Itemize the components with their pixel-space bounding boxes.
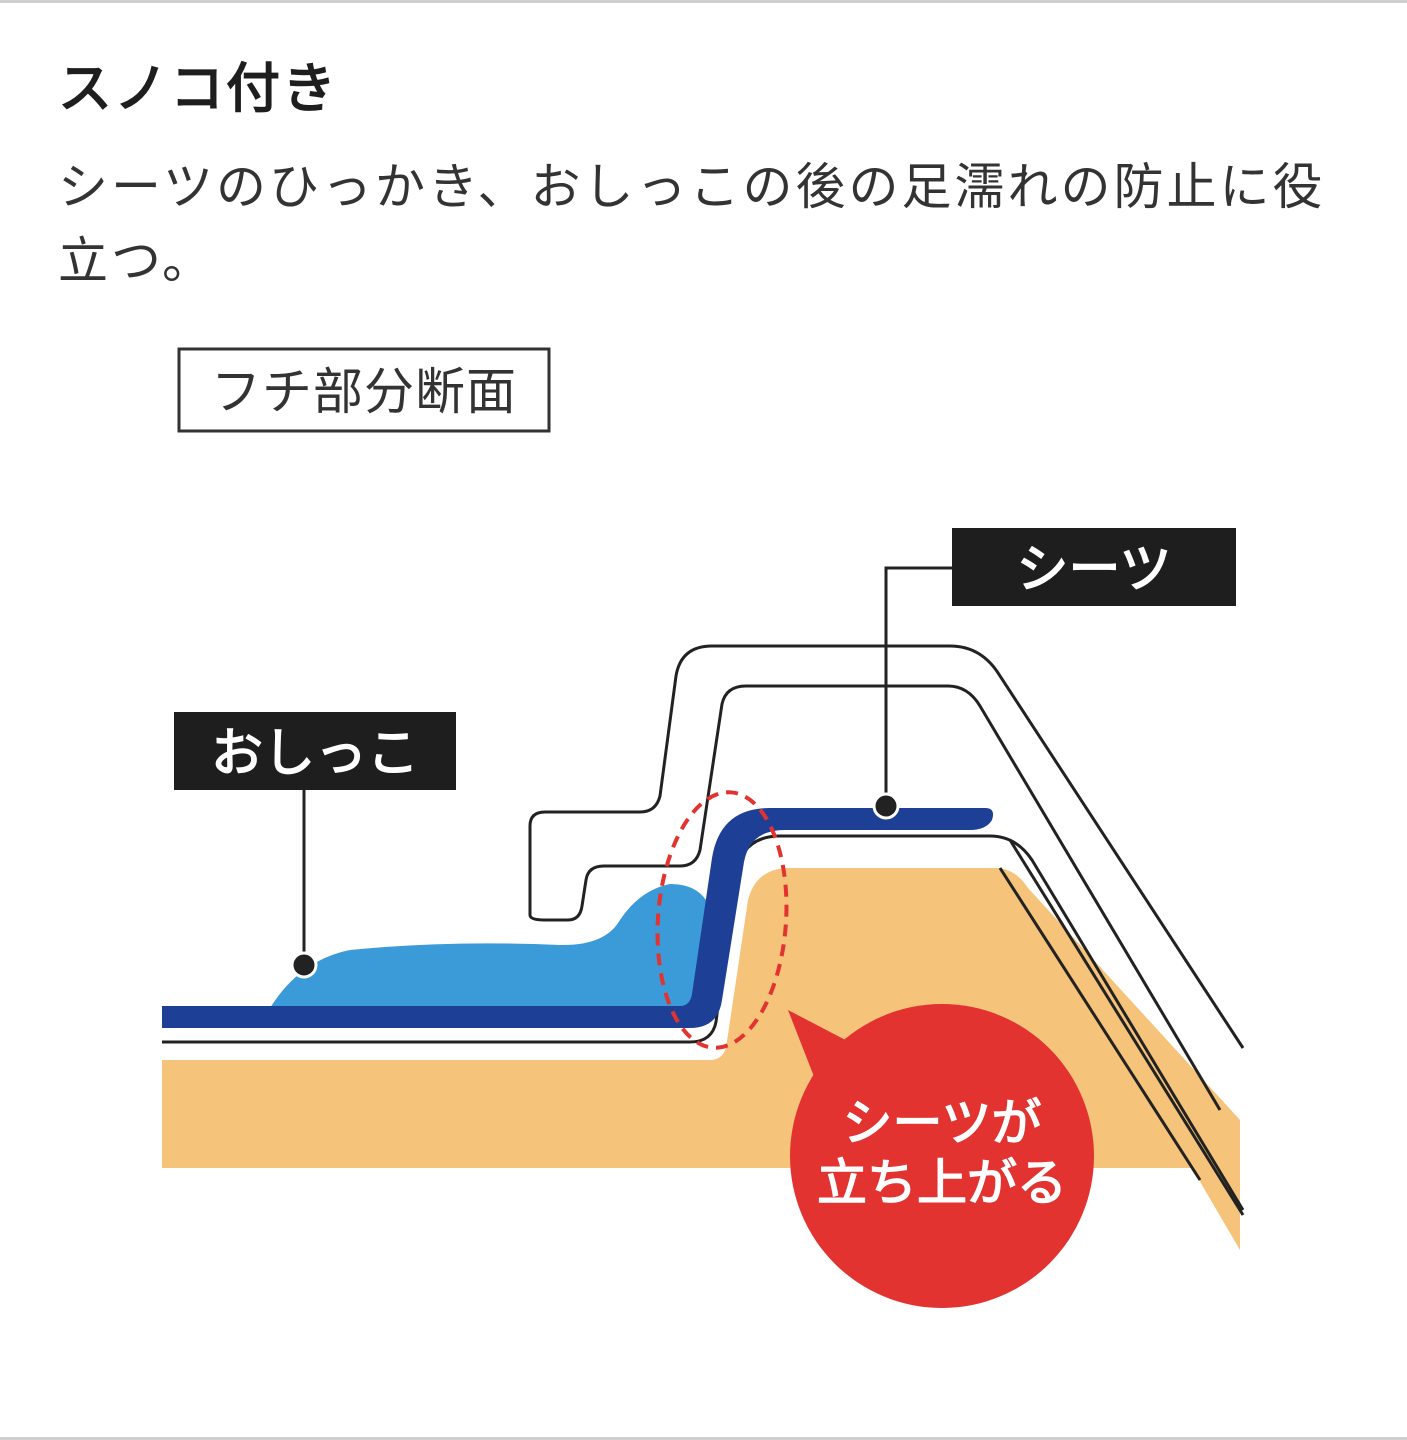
pee-label: おしっこ [211,724,419,784]
sheet-callout: シーツ [872,528,1236,820]
bottom-border [0,1437,1407,1440]
sheet-layer [162,808,994,1028]
urine-puddle [270,884,706,1008]
frame-outline-outer [528,644,1245,1049]
sheet-rise-highlight [655,790,789,1050]
pee-callout: おしっこ [174,712,456,979]
section-label: フチ部分断面 [211,363,517,421]
frame-outline-lower [1008,839,1245,1216]
badge-line-1: シーツが [843,1094,1042,1152]
description-text: シーツのひっかき、おしっこの後の足濡れの防止に役立つ。 [58,158,1326,290]
page-title: スノコ付き [58,57,338,120]
section-label-box: フチ部分断面 [177,347,551,433]
frame-outline-inner [528,684,1222,1111]
badge-line-2: 立ち上がる [817,1154,1067,1212]
sheet-label: シーツ [1017,540,1172,600]
sheet-rises-badge: シーツが 立ち上がる [788,1004,1094,1308]
frame-outline-base [998,867,1202,1181]
top-border [0,0,1407,3]
